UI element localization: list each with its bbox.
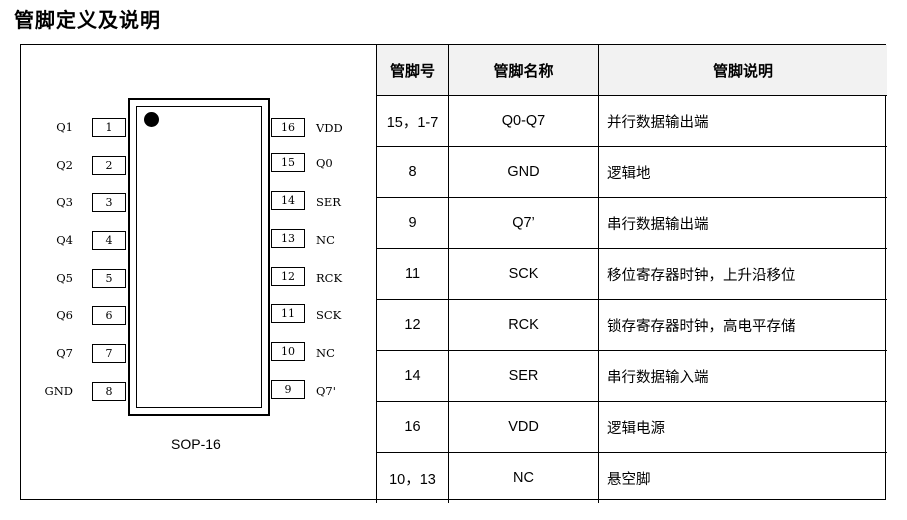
pin-label-right: Q0 <box>316 156 333 170</box>
cell-pin-description: 逻辑地 <box>598 146 887 198</box>
cell-pin-number: 16 <box>376 401 449 453</box>
pin-number-left: 1 <box>92 118 126 137</box>
pin-label-right: Q7' <box>316 384 336 398</box>
pin-number-left: 3 <box>92 193 126 212</box>
pin-label-right: RCK <box>316 271 343 285</box>
cell-pin-name: NC <box>448 452 599 503</box>
cell-pin-description: 串行数据输入端 <box>598 350 887 402</box>
chip-inner-outline <box>136 106 262 408</box>
pin-label-left: Q6 <box>56 308 73 322</box>
table-row: 11 SCK 移位寄存器时钟，上升沿移位 <box>376 248 887 300</box>
pin-number-right: 12 <box>271 267 305 286</box>
pin-table: 管脚号 管脚名称 管脚说明 15，1-7 Q0-Q7 并行数据输出端 8 GND… <box>376 45 887 503</box>
cell-pin-number: 8 <box>376 146 449 198</box>
cell-pin-name: SER <box>448 350 599 402</box>
cell-pin-name: SCK <box>448 248 599 300</box>
section-title: 管脚定义及说明 <box>14 8 161 32</box>
header-pin-name: 管脚名称 <box>448 45 599 96</box>
cell-pin-number: 9 <box>376 197 449 249</box>
pin-label-right: VDD <box>316 121 343 135</box>
header-pin-description: 管脚说明 <box>598 45 887 96</box>
pin-number-right: 11 <box>271 304 305 323</box>
cell-pin-description: 串行数据输出端 <box>598 197 887 249</box>
pin-number-left: 5 <box>92 269 126 288</box>
cell-pin-description: 并行数据输出端 <box>598 95 887 147</box>
table-row: 16 VDD 逻辑电源 <box>376 401 887 453</box>
pin-label-left: GND <box>44 384 73 398</box>
pin-number-left: 4 <box>92 231 126 250</box>
cell-pin-number: 10，13 <box>376 452 449 503</box>
pin-label-left: Q5 <box>56 271 73 285</box>
pin-number-right: 14 <box>271 191 305 210</box>
table-row: 9 Q7’ 串行数据输出端 <box>376 197 887 249</box>
pin-number-right: 15 <box>271 153 305 172</box>
table-row: 8 GND 逻辑地 <box>376 146 887 198</box>
pin-number-right: 9 <box>271 380 305 399</box>
pin-label-left: Q2 <box>56 158 73 172</box>
pin-number-right: 13 <box>271 229 305 248</box>
pin-number-left: 2 <box>92 156 126 175</box>
pin-number-right: 10 <box>271 342 305 361</box>
cell-pin-number: 12 <box>376 299 449 351</box>
cell-pin-description: 移位寄存器时钟，上升沿移位 <box>598 248 887 300</box>
cell-pin-description: 逻辑电源 <box>598 401 887 453</box>
pin1-marker-dot <box>144 112 159 127</box>
pin-label-left: Q1 <box>56 120 73 134</box>
pin-label-left: Q7 <box>56 346 73 360</box>
header-pin-number: 管脚号 <box>376 45 449 96</box>
cell-pin-number: 11 <box>376 248 449 300</box>
pin-label-right: NC <box>316 346 335 360</box>
table-row: 10，13 NC 悬空脚 <box>376 452 887 503</box>
table-header-row: 管脚号 管脚名称 管脚说明 <box>376 45 887 96</box>
pin-number-left: 8 <box>92 382 126 401</box>
chip-body <box>128 98 270 416</box>
table-row: 12 RCK 锁存寄存器时钟，高电平存储 <box>376 299 887 351</box>
cell-pin-number: 14 <box>376 350 449 402</box>
pin-label-right: SCK <box>316 308 342 322</box>
pin-definition-frame: Q1 1 Q2 2 Q3 3 Q4 4 Q5 5 Q6 6 Q7 7 GND 8… <box>20 44 887 503</box>
table-row: 14 SER 串行数据输入端 <box>376 350 887 402</box>
cell-pin-description: 锁存寄存器时钟，高电平存储 <box>598 299 887 351</box>
pin-label-left: Q4 <box>56 233 73 247</box>
pin-number-left: 7 <box>92 344 126 363</box>
cell-pin-name: VDD <box>448 401 599 453</box>
pin-label-left: Q3 <box>56 195 73 209</box>
table-row: 15，1-7 Q0-Q7 并行数据输出端 <box>376 95 887 147</box>
cell-pin-name: Q7’ <box>448 197 599 249</box>
chip-diagram: Q1 1 Q2 2 Q3 3 Q4 4 Q5 5 Q6 6 Q7 7 GND 8… <box>21 45 377 499</box>
cell-pin-number: 15，1-7 <box>376 95 449 147</box>
cell-pin-name: RCK <box>448 299 599 351</box>
pin-label-right: SER <box>316 195 341 209</box>
package-label: SOP-16 <box>171 436 221 452</box>
cell-pin-name: GND <box>448 146 599 198</box>
cell-pin-name: Q0-Q7 <box>448 95 599 147</box>
pin-label-right: NC <box>316 233 335 247</box>
pin-number-right: 16 <box>271 118 305 137</box>
cell-pin-description: 悬空脚 <box>598 452 887 503</box>
pin-number-left: 6 <box>92 306 126 325</box>
